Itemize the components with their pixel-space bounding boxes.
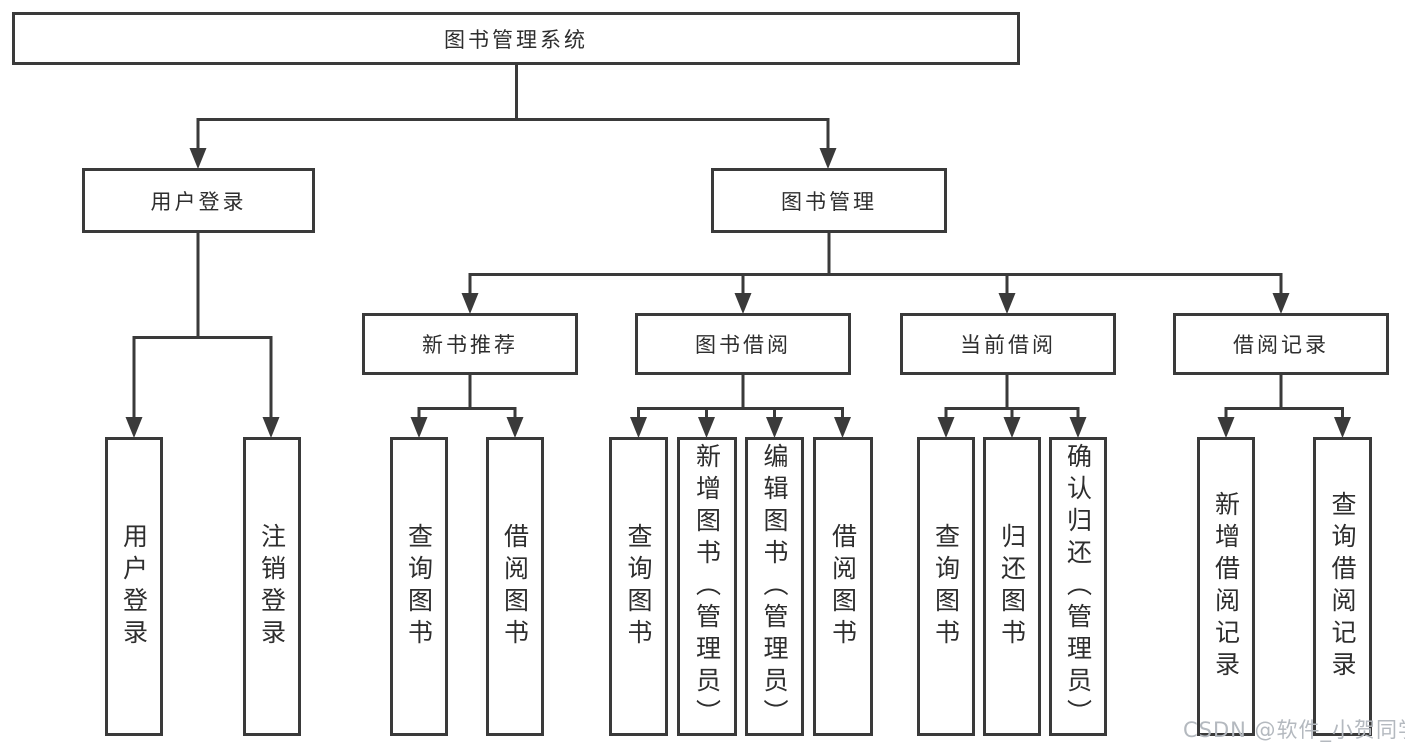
leaf-cb-confirm-return-admin: 确认归还（管理员） xyxy=(1049,437,1107,736)
leaf-br-query-record: 查询借阅记录 xyxy=(1313,437,1372,736)
node-book-borrow-label: 图书借阅 xyxy=(695,333,791,357)
leaf-logout-label: 注销登录 xyxy=(257,522,287,651)
node-root-label: 图书管理系统 xyxy=(444,27,588,52)
leaf-nr-borrow-book: 借阅图书 xyxy=(486,437,544,736)
leaf-logout: 注销登录 xyxy=(243,437,301,736)
leaf-cb-return-book-label: 归还图书 xyxy=(997,522,1027,651)
leaf-bb-edit-book-admin-label: 编辑图书（管理员） xyxy=(760,442,789,731)
node-book-management-label: 图书管理 xyxy=(781,189,877,214)
leaf-bb-query-book-label: 查询图书 xyxy=(624,522,653,651)
node-borrow-records: 借阅记录 xyxy=(1173,313,1389,375)
node-book-management: 图书管理 xyxy=(711,168,947,233)
leaf-bb-query-book: 查询图书 xyxy=(609,437,668,736)
leaf-nr-query-book: 查询图书 xyxy=(390,437,448,736)
leaf-cb-confirm-return-admin-label: 确认归还（管理员） xyxy=(1063,442,1093,731)
node-user-login-label: 用户登录 xyxy=(150,189,247,214)
node-book-borrow: 图书借阅 xyxy=(635,313,851,375)
leaf-br-query-record-label: 查询借阅记录 xyxy=(1328,490,1357,683)
leaf-bb-add-book-admin: 新增图书（管理员） xyxy=(677,437,737,736)
leaf-bb-edit-book-admin: 编辑图书（管理员） xyxy=(745,437,804,736)
node-current-borrow: 当前借阅 xyxy=(900,313,1116,375)
leaf-user-login: 用户登录 xyxy=(105,437,163,736)
node-new-book-recommend-label: 新书推荐 xyxy=(422,333,518,357)
node-borrow-records-label: 借阅记录 xyxy=(1233,333,1329,357)
node-new-book-recommend: 新书推荐 xyxy=(362,313,578,375)
leaf-bb-borrow-book: 借阅图书 xyxy=(813,437,873,736)
leaf-cb-query-book-label: 查询图书 xyxy=(931,522,961,651)
watermark-text: CSDN @软件_小贺同学 xyxy=(1183,718,1405,742)
leaf-nr-borrow-book-label: 借阅图书 xyxy=(500,522,530,651)
node-current-borrow-label: 当前借阅 xyxy=(960,333,1056,357)
leaf-cb-query-book: 查询图书 xyxy=(917,437,975,736)
leaf-user-login-label: 用户登录 xyxy=(119,522,149,651)
node-root: 图书管理系统 xyxy=(12,12,1020,65)
node-user-login: 用户登录 xyxy=(82,168,315,233)
leaf-br-add-record: 新增借阅记录 xyxy=(1197,437,1255,736)
leaf-bb-add-book-admin-label: 新增图书（管理员） xyxy=(692,442,722,731)
leaf-cb-return-book: 归还图书 xyxy=(983,437,1041,736)
leaf-br-add-record-label: 新增借阅记录 xyxy=(1211,490,1241,683)
leaf-bb-borrow-book-label: 借阅图书 xyxy=(828,522,858,651)
leaf-nr-query-book-label: 查询图书 xyxy=(404,522,434,651)
